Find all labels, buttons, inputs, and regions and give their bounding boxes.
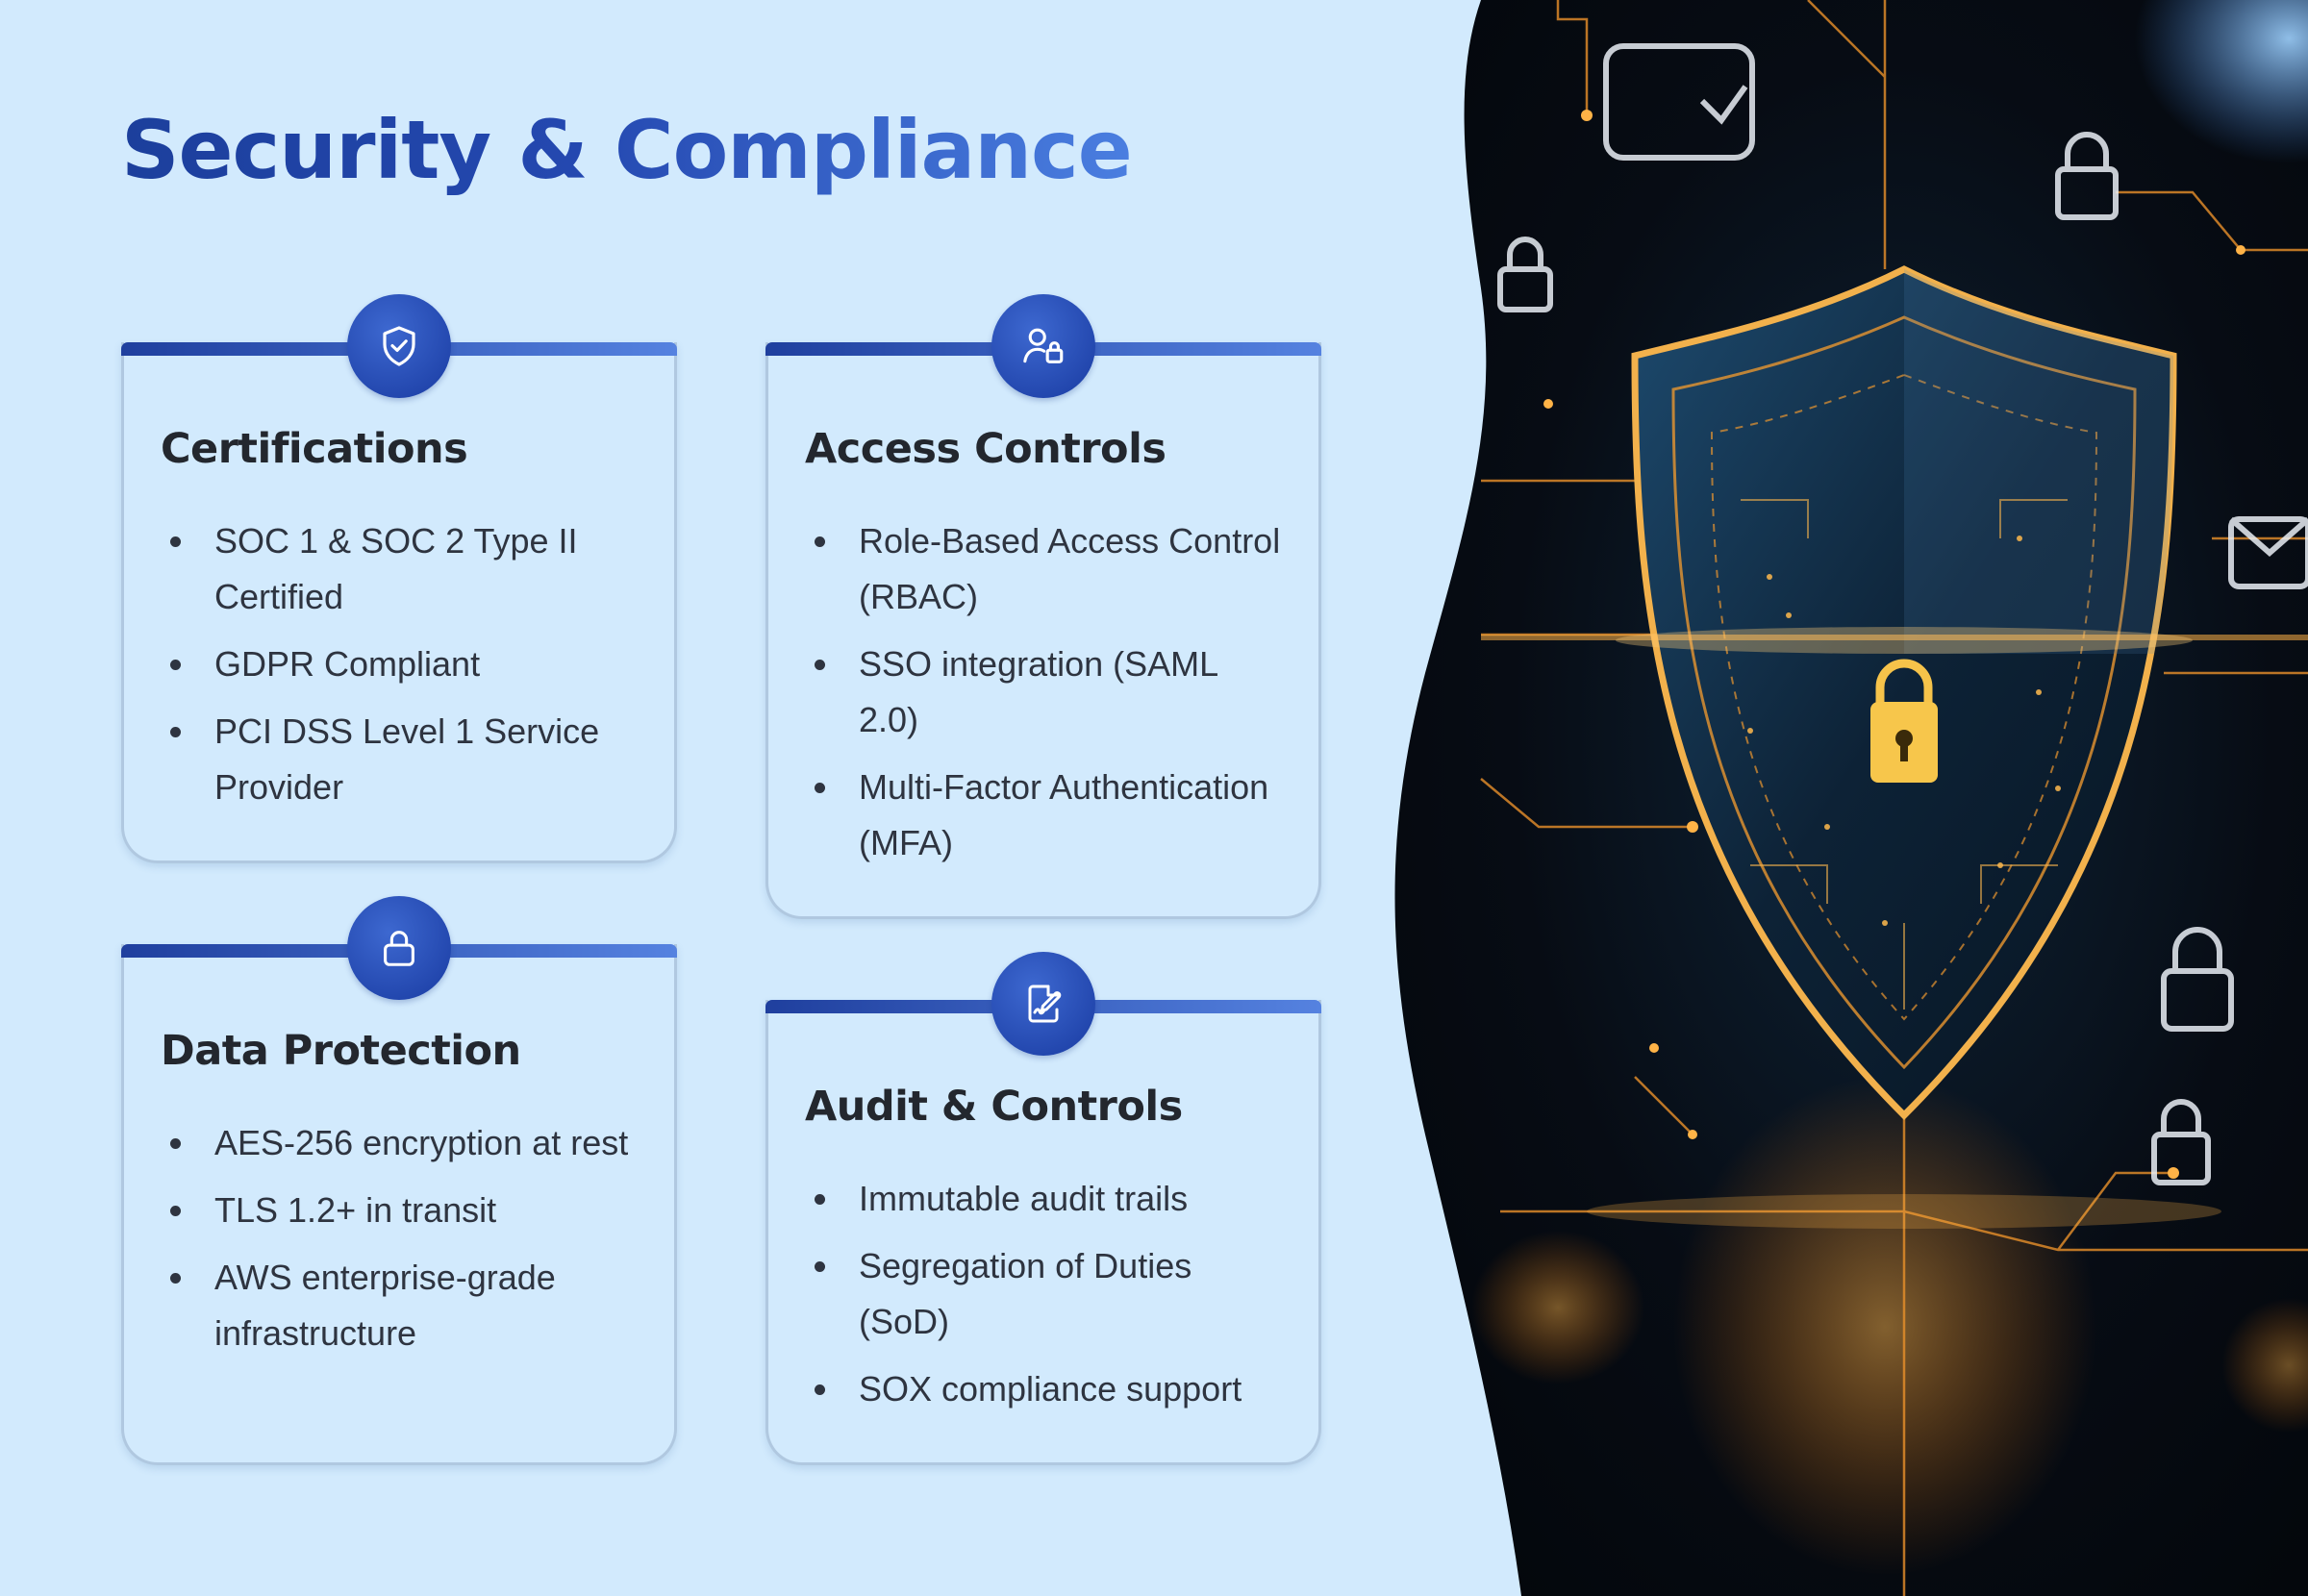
card-heading: Data Protection <box>161 1027 521 1075</box>
list-item: SOC 1 & SOC 2 Type II Certified <box>161 513 641 625</box>
card-access-controls: Access Controls Role-Based Access Contro… <box>765 294 1321 919</box>
list-item: AWS enterprise-grade infrastructure <box>161 1250 641 1361</box>
card-audit-controls: Audit & Controls Immutable audit trails … <box>765 952 1321 1465</box>
card-heading: Audit & Controls <box>805 1083 1183 1131</box>
card-list: Role-Based Access Control (RBAC) SSO int… <box>805 513 1286 883</box>
list-item: Role-Based Access Control (RBAC) <box>805 513 1286 625</box>
card-heading: Certifications <box>161 425 468 473</box>
card-list: Immutable audit trails Segregation of Du… <box>805 1171 1286 1429</box>
lock-icon <box>347 896 451 1000</box>
list-item: Segregation of Duties (SoD) <box>805 1238 1286 1350</box>
list-item: TLS 1.2+ in transit <box>161 1183 641 1238</box>
list-item: SSO integration (SAML 2.0) <box>805 636 1286 748</box>
page-title: Security & Compliance <box>121 92 1133 208</box>
list-item: AES-256 encryption at rest <box>161 1115 641 1171</box>
user-lock-icon <box>991 294 1095 398</box>
card-heading: Access Controls <box>805 425 1167 473</box>
card-certifications: Certifications SOC 1 & SOC 2 Type II Cer… <box>121 294 677 863</box>
card-list: AES-256 encryption at rest TLS 1.2+ in t… <box>161 1115 641 1373</box>
list-item: GDPR Compliant <box>161 636 641 692</box>
shield-check-icon <box>347 294 451 398</box>
card-data-protection: Data Protection AES-256 encryption at re… <box>121 896 677 1465</box>
list-item: Multi-Factor Authentication (MFA) <box>805 760 1286 871</box>
list-item: Immutable audit trails <box>805 1171 1286 1227</box>
illustration-shield-lock <box>1394 0 2308 1596</box>
document-sign-icon <box>991 952 1095 1056</box>
list-item: SOX compliance support <box>805 1361 1286 1417</box>
list-item: PCI DSS Level 1 Service Provider <box>161 704 641 815</box>
card-list: SOC 1 & SOC 2 Type II Certified GDPR Com… <box>161 513 641 827</box>
